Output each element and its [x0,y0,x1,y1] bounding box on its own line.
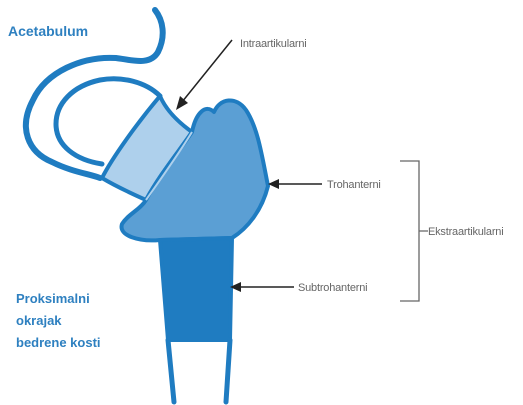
proximal-end-label-line3: bedrene kosti [16,335,101,350]
proximal-end-label-line2: okrajak [16,313,62,328]
subtrochanteric-region [160,238,232,340]
arrow-trochanteric [268,179,322,189]
trochanteric-label: Trohanterni [327,179,381,191]
femoral-shaft [168,340,230,402]
acetabulum-label: Acetabulum [8,23,88,39]
intraarticular-label: Intraartikularni [240,38,307,50]
extraarticular-bracket [400,161,428,301]
extraarticular-label: Ekstraartikularni [428,226,503,238]
arrow-subtrochanteric [230,282,294,292]
proximal-end-label-line1: Proksimalni [16,291,90,306]
subtrochanteric-label: Subtrohanterni [298,282,367,294]
